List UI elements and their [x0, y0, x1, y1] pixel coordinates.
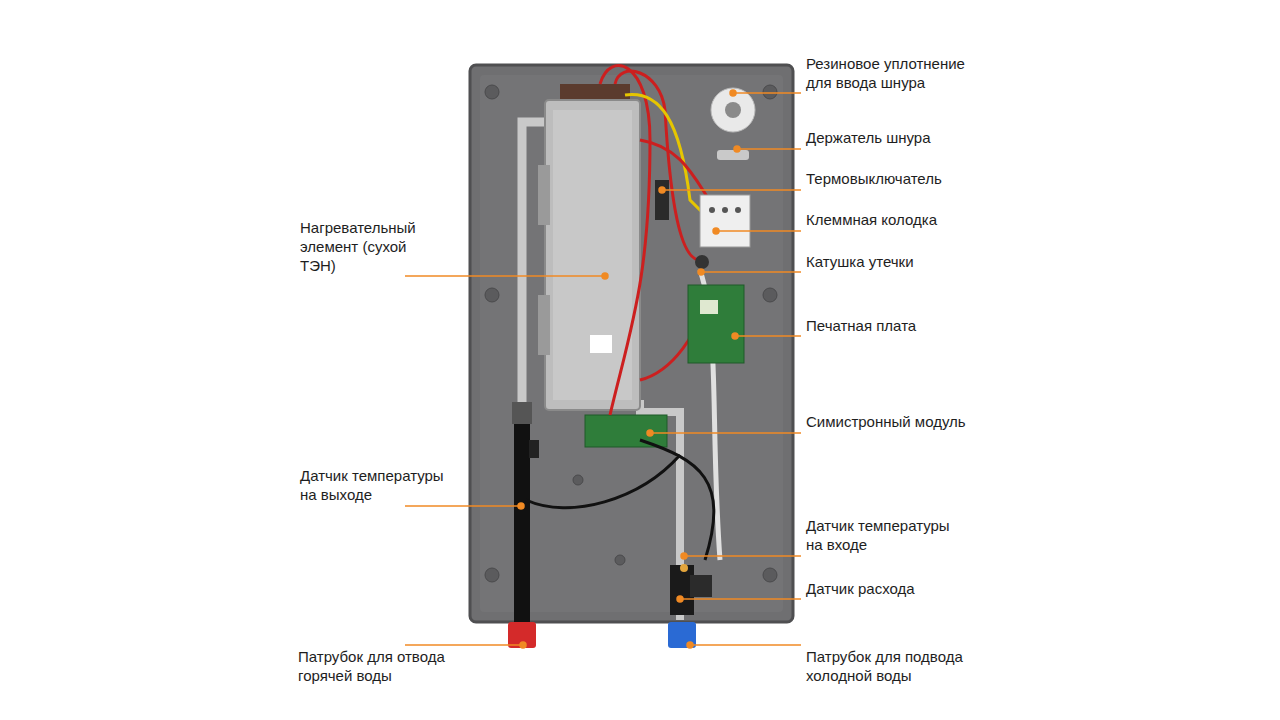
part-label: Термовыключатель	[806, 169, 1026, 188]
part-label: Датчик температуры на выходе	[300, 466, 460, 504]
part-label: Датчик температуры на входе	[806, 516, 966, 554]
part-label: Нагревательный элемент (сухой ТЭН)	[300, 218, 428, 275]
part-label: Датчик расхода	[806, 579, 1026, 598]
part-label: Клеммная колодка	[806, 210, 1026, 229]
part-label: Печатная плата	[806, 316, 1026, 335]
part-label: Держатель шнура	[806, 128, 1026, 147]
part-label: Резиновое уплотнение для ввода шнура	[806, 54, 984, 92]
part-label: Патрубок для подвода холодной воды	[806, 647, 984, 685]
part-label: Патрубок для отвода горячей воды	[298, 647, 470, 685]
part-label: Симистронный модуль	[806, 412, 1046, 431]
part-label: Катушка утечки	[806, 252, 1026, 271]
